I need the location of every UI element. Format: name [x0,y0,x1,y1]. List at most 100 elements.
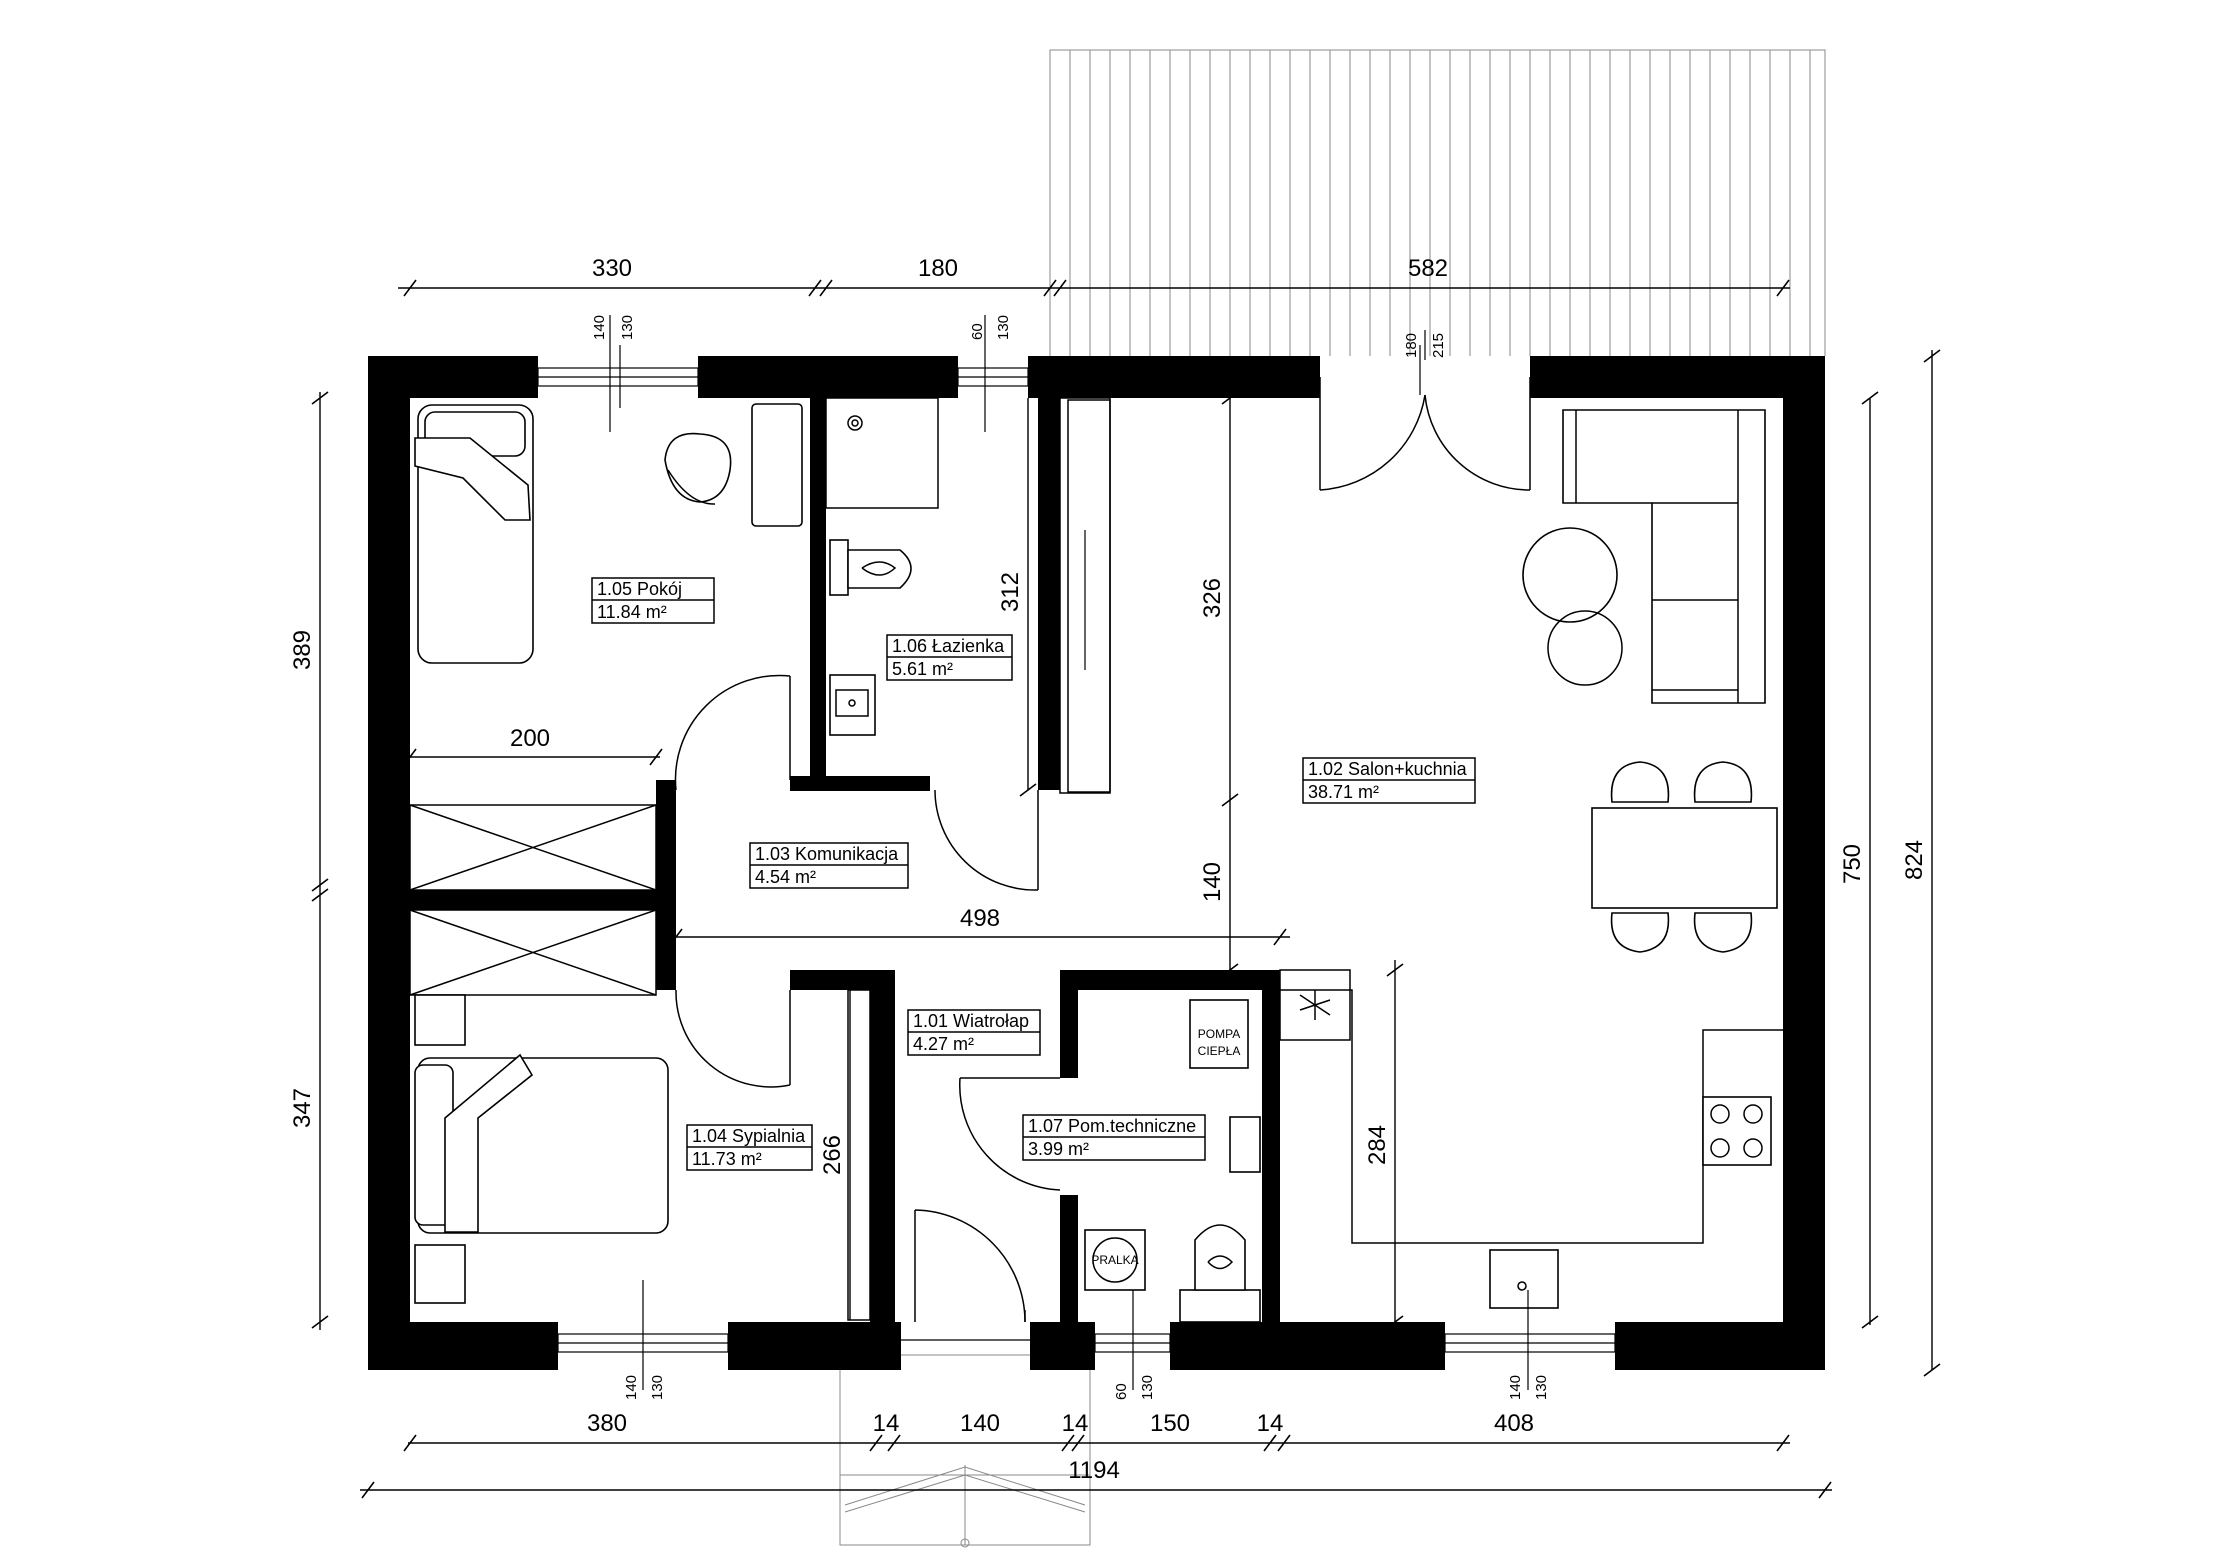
room-name: 1.02 Salon+kuchnia [1308,759,1468,779]
window-label: 140 [591,315,608,340]
window-label: 130 [649,1375,666,1400]
sofa [1562,409,1766,704]
window-label: 215 [1430,333,1447,358]
window-label: 130 [995,315,1012,340]
dim-right-1: 750 [1839,844,1866,884]
washer-label: PRALKA [1091,1253,1138,1267]
room-label-106: 1.06 Łazienka 5.61 m² [886,634,1013,681]
dimension-tick [311,888,329,902]
room-label-103: 1.03 Komunikacja 4.54 m² [749,842,909,889]
dimension-tick [1386,963,1404,977]
dim-top-2: 180 [918,255,958,282]
room-name: 1.03 Komunikacja [755,844,899,864]
dimension-tick [1061,1434,1075,1452]
window-bathroom [957,367,1029,387]
dimension-ticks [311,279,1941,1499]
window-label: 130 [1533,1375,1550,1400]
dimension-tick [1071,1434,1085,1452]
room-area: 4.27 m² [913,1034,974,1054]
terrace-deck [1049,49,1826,356]
room-area: 4.54 m² [755,867,816,887]
dimension-tick [361,1481,375,1499]
dining-set [1591,761,1778,953]
room-name: 1.07 Pom.techniczne [1028,1116,1196,1136]
dimension-tick [1861,1315,1879,1329]
window-axis-lines [609,315,1529,1390]
room-label-101: 1.01 Wiatrołap 4.27 m² [907,1009,1041,1056]
room-area: 11.73 m² [692,1149,762,1169]
cooktop-icon [1702,1096,1772,1166]
room-area: 3.99 m² [1028,1139,1089,1159]
dim-inner-326: 326 [1199,578,1226,618]
sink-icon [829,674,876,736]
wardrobe-room-104 [409,909,657,996]
window-kitchen [1444,1333,1616,1353]
dimension-tick [1221,391,1239,405]
wardrobe-room-105 [409,804,657,891]
room-labels: 1.05 Pokój 11.84 m² 1.06 Łazienka 5.61 m… [591,577,1476,1171]
window-label: 130 [1139,1375,1156,1400]
dimension-tick [1273,928,1287,946]
dim-bottom-3: 140 [960,1410,1000,1437]
dimension-tick [869,1434,883,1452]
dim-inner-200: 200 [510,725,550,752]
dimension-tick [1861,391,1879,405]
dimension-tick [1818,1481,1832,1499]
dimension-lines [319,287,1933,1491]
bathroom-fixtures [825,397,939,736]
interior-walls [410,398,1280,1322]
dimension-tick [1221,793,1239,807]
window-label: 180 [1403,333,1420,358]
dimension-texts: 330 180 582 380 14 140 14 150 14 408 119… [289,255,1928,1484]
dim-bottom-6: 14 [1257,1410,1284,1437]
bed-room-105 [414,404,534,664]
window-label: 140 [1507,1375,1524,1400]
window-room-105 [537,367,699,387]
kitchen-sink-icon [1489,1249,1559,1309]
room-name: 1.04 Sypialnia [692,1126,806,1146]
entrance-door [914,1209,1026,1323]
dimension-tick [1386,1315,1404,1329]
room-name: 1.01 Wiatrołap [913,1011,1029,1031]
room-name: 1.05 Pokój [597,579,682,599]
dimension-tick [1277,1434,1291,1452]
hall-wardrobe [847,397,1111,1321]
room-area: 5.61 m² [892,659,953,679]
washing-machine: PRALKA [1084,1229,1146,1291]
door-room-104 [675,989,791,1088]
dimension-tick [403,279,417,297]
dim-bottom-7: 408 [1494,1410,1534,1437]
dim-bottom-5: 150 [1150,1410,1190,1437]
dim-top-1: 330 [592,255,632,282]
toilet-icon [829,539,912,596]
toilet-icon [1179,1224,1261,1323]
dim-bottom-4: 14 [1062,1410,1089,1437]
dimension-tick [403,1434,417,1452]
dimension-tick [1923,349,1941,363]
dimension-tick [311,391,329,405]
door-room-105 [674,674,791,791]
dimension-tick [1776,1434,1790,1452]
dim-left-1: 389 [289,630,316,670]
dim-inner-140: 140 [1199,862,1226,902]
dimension-tick [1263,1434,1277,1452]
window-size-labels: 140 130 60 130 180 215 140 130 60 130 14… [591,315,1550,1400]
dimension-tick [1053,279,1067,297]
dimension-tick [1043,279,1057,297]
dimension-tick [1019,783,1037,797]
terrace-double-door [1319,377,1531,491]
dim-inner-312: 312 [997,572,1024,612]
dimension-tick [311,1315,329,1329]
room-label-105: 1.05 Pokój 11.84 m² [591,577,715,624]
heat-pump-label-2: CIEPŁA [1198,1044,1241,1058]
dimension-tick [649,748,663,766]
dimension-tick [669,928,683,946]
window-label: 130 [619,315,636,340]
dim-inner-498: 498 [960,905,1000,932]
technical-room-equipment: POMPA CIEPŁA PRALKA [1084,999,1261,1323]
window-label: 60 [969,323,986,340]
room-area: 11.84 m² [597,602,667,622]
dimension-tick [808,279,822,297]
heat-pump-unit: POMPA CIEPŁA [1189,999,1249,1069]
desk-room-105 [664,403,803,527]
